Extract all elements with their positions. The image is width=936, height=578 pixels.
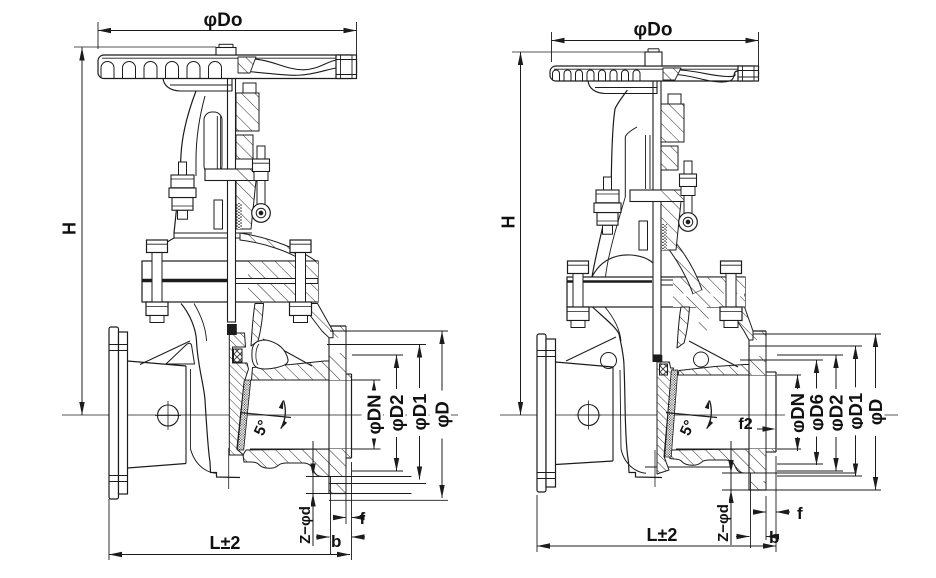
svg-text:φD: φD bbox=[432, 401, 453, 428]
svg-text:5°: 5° bbox=[251, 418, 273, 439]
svg-text:b: b bbox=[331, 532, 341, 551]
svg-text:f: f bbox=[797, 504, 803, 523]
svg-text:Z−φd: Z−φd bbox=[715, 504, 732, 542]
svg-text:φD1: φD1 bbox=[845, 393, 866, 430]
svg-text:φD6: φD6 bbox=[806, 394, 827, 431]
svg-text:φDN: φDN bbox=[787, 393, 808, 433]
svg-text:φDN: φDN bbox=[364, 395, 385, 435]
svg-text:5°: 5° bbox=[677, 418, 699, 439]
svg-text:φD2: φD2 bbox=[826, 395, 847, 432]
svg-text:L±2: L±2 bbox=[647, 525, 678, 545]
svg-text:φD: φD bbox=[865, 399, 886, 426]
svg-text:f2: f2 bbox=[738, 416, 752, 433]
svg-text:L±2: L±2 bbox=[210, 533, 241, 553]
svg-text:φD1: φD1 bbox=[409, 394, 430, 431]
svg-text:φD2: φD2 bbox=[386, 395, 407, 432]
svg-text:b: b bbox=[769, 528, 779, 547]
svg-text:Z−φd: Z−φd bbox=[297, 506, 314, 544]
svg-text:φDo: φDo bbox=[634, 20, 673, 41]
svg-text:H: H bbox=[60, 222, 80, 235]
svg-text:H: H bbox=[499, 216, 519, 229]
svg-text:φDo: φDo bbox=[204, 10, 243, 31]
svg-text:f: f bbox=[360, 509, 366, 528]
